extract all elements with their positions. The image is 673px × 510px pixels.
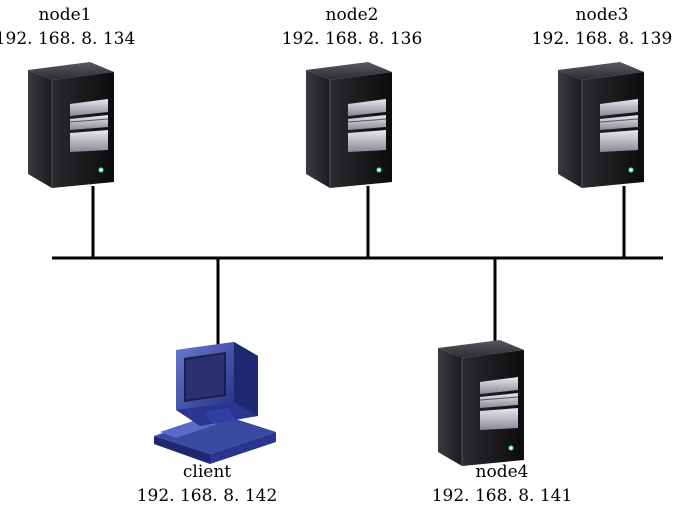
node1-name: node1	[38, 5, 92, 25]
node3-label: node3 192. 168. 8. 139	[517, 3, 673, 51]
server-tower-icon	[437, 339, 525, 467]
node4-name: node4	[475, 462, 529, 482]
node1-label: node1 192. 168. 8. 134	[0, 3, 150, 51]
node2-label: node2 192. 168. 8. 136	[267, 3, 437, 51]
client-label: client 192. 168. 8. 142	[122, 460, 292, 508]
node3-ip: 192. 168. 8. 139	[531, 29, 673, 49]
server-tower-icon	[305, 61, 393, 189]
desktop-computer-icon	[154, 342, 276, 464]
node1-ip: 192. 168. 8. 134	[0, 29, 136, 49]
client-name: client	[182, 462, 232, 482]
node3-name: node3	[575, 5, 629, 25]
node4-ip: 192. 168. 8. 141	[431, 486, 573, 506]
server-tower-icon	[557, 61, 645, 189]
server-tower-icon	[27, 61, 115, 189]
network-lines	[52, 186, 663, 346]
client-ip: 192. 168. 8. 142	[136, 486, 278, 506]
node2-name: node2	[325, 5, 379, 25]
node2-ip: 192. 168. 8. 136	[281, 29, 423, 49]
node4-label: node4 192. 168. 8. 141	[417, 460, 587, 508]
